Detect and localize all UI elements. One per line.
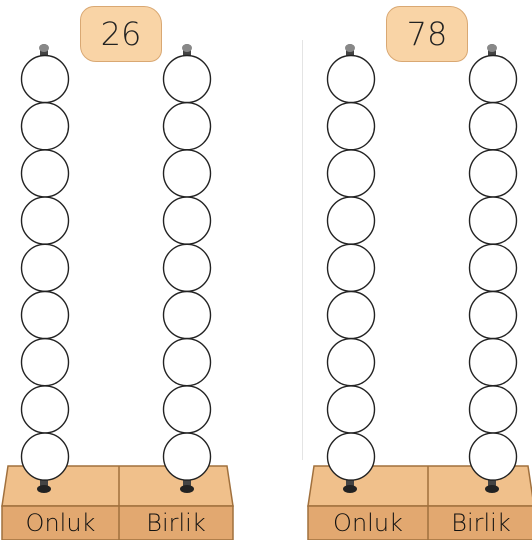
abacus-right: 78 Onluk Birlik (306, 0, 532, 540)
bead (22, 292, 69, 339)
bead (470, 292, 517, 339)
bead (164, 197, 211, 244)
abacus-left: 26 Onluk Birlik (0, 0, 240, 540)
bead (22, 433, 69, 480)
bead (470, 433, 517, 480)
bead (22, 244, 69, 291)
number-tag: 78 (386, 6, 468, 62)
bead (328, 56, 375, 103)
number-tag: 26 (80, 6, 162, 62)
bead (470, 244, 517, 291)
bead (164, 292, 211, 339)
bead (328, 197, 375, 244)
bead (164, 386, 211, 433)
divider (302, 40, 303, 460)
bead (328, 386, 375, 433)
bead (22, 150, 69, 197)
bead (22, 103, 69, 150)
bead (470, 56, 517, 103)
column-label-birlik: Birlik (119, 506, 233, 540)
bead (164, 244, 211, 291)
bead (164, 103, 211, 150)
bead (22, 339, 69, 386)
bead (164, 433, 211, 480)
abacus-drawing (0, 0, 240, 540)
bead (328, 244, 375, 291)
bead (22, 56, 69, 103)
column-label-birlik: Birlik (428, 506, 532, 540)
rod-foot-onluk (37, 485, 51, 493)
base-labels: Onluk Birlik (306, 506, 532, 540)
rod-cap-onluk (345, 44, 355, 52)
bead (470, 150, 517, 197)
bead (470, 103, 517, 150)
bead (328, 433, 375, 480)
bead (470, 386, 517, 433)
bead (470, 339, 517, 386)
column-label-onluk: Onluk (308, 506, 428, 540)
rod-foot-birlik (180, 485, 194, 493)
bead (328, 150, 375, 197)
base-labels: Onluk Birlik (0, 506, 240, 540)
rod-cap-birlik (182, 44, 192, 52)
bead (328, 292, 375, 339)
abacus-drawing (306, 0, 532, 540)
bead (164, 150, 211, 197)
rod-foot-onluk (343, 485, 357, 493)
bead (22, 386, 69, 433)
bead (328, 103, 375, 150)
rod-cap-onluk (39, 44, 49, 52)
rod-cap-birlik (487, 44, 497, 52)
rod-foot-birlik (485, 485, 499, 493)
bead (22, 197, 69, 244)
column-label-onluk: Onluk (2, 506, 119, 540)
bead (164, 339, 211, 386)
bead (164, 56, 211, 103)
bead (470, 197, 517, 244)
bead (328, 339, 375, 386)
